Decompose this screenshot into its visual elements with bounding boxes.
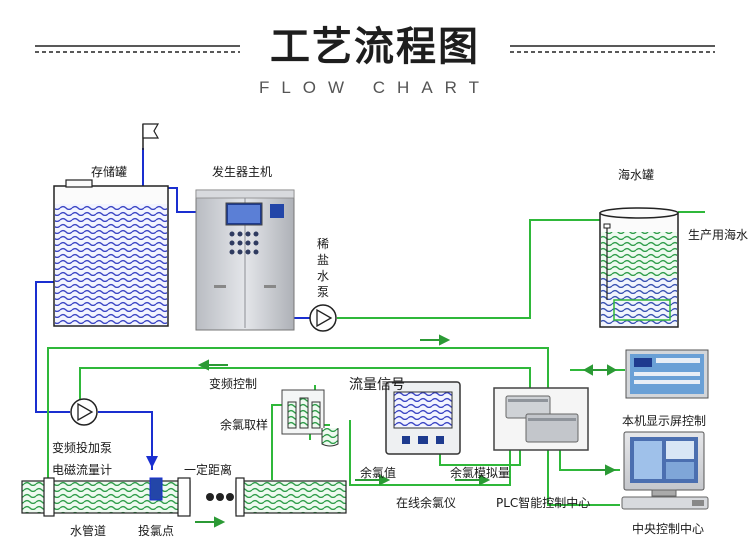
plc-controller	[493, 387, 589, 451]
dosing-point-label: 投氯点	[138, 524, 175, 538]
plc-label: PLC智能控制中心	[496, 496, 591, 510]
freq-control-label: 变频控制	[209, 377, 258, 391]
fixed-distance-label: 一定距离	[184, 463, 233, 477]
water-pipe-label: 水管道	[70, 524, 107, 538]
seawater-tank	[599, 207, 679, 328]
production-seawater-label: 生产用海水	[688, 228, 749, 242]
green-arrows	[195, 334, 618, 528]
dosing-arrow	[146, 456, 158, 468]
residual-analog-label: 余氯模拟量	[450, 466, 511, 480]
central-computer	[621, 431, 709, 510]
flow-signal-label: 流量信号	[349, 377, 405, 393]
flowmeter-label: 电磁流量计	[52, 463, 113, 477]
generator-label: 发生器主机	[212, 165, 273, 179]
local-display-screen	[625, 349, 709, 399]
storage-tank	[53, 179, 169, 327]
residual-value-label: 余氯值	[360, 466, 397, 480]
header-decor-left	[35, 45, 240, 53]
online-analyzer-label: 在线余氯仪	[396, 496, 457, 510]
vent-flag-icon	[142, 123, 160, 150]
local-display-label: 本机显示屏控制	[622, 414, 707, 428]
brine-pump-icon	[309, 304, 337, 332]
generator-cabinet	[195, 189, 295, 331]
header-decor-right	[510, 45, 715, 53]
dosing-pump-icon	[70, 398, 98, 426]
page-subtitle: FLOW CHART	[258, 78, 492, 97]
online-analyzer-device	[385, 381, 461, 455]
page-title: 工艺流程图	[270, 24, 480, 70]
storage-tank-label: 存储罐	[91, 165, 128, 179]
central-control-label: 中央控制中心	[632, 522, 705, 536]
residual-sampling-label: 余氯取样	[220, 418, 269, 432]
seawater-tank-label: 海水罐	[618, 168, 655, 182]
residual-sampling-device	[281, 389, 339, 447]
brine-pump-label: 稀盐水泵	[316, 237, 329, 299]
dosing-pump-label: 变频投加泵	[52, 441, 113, 455]
water-pipe	[21, 477, 347, 517]
